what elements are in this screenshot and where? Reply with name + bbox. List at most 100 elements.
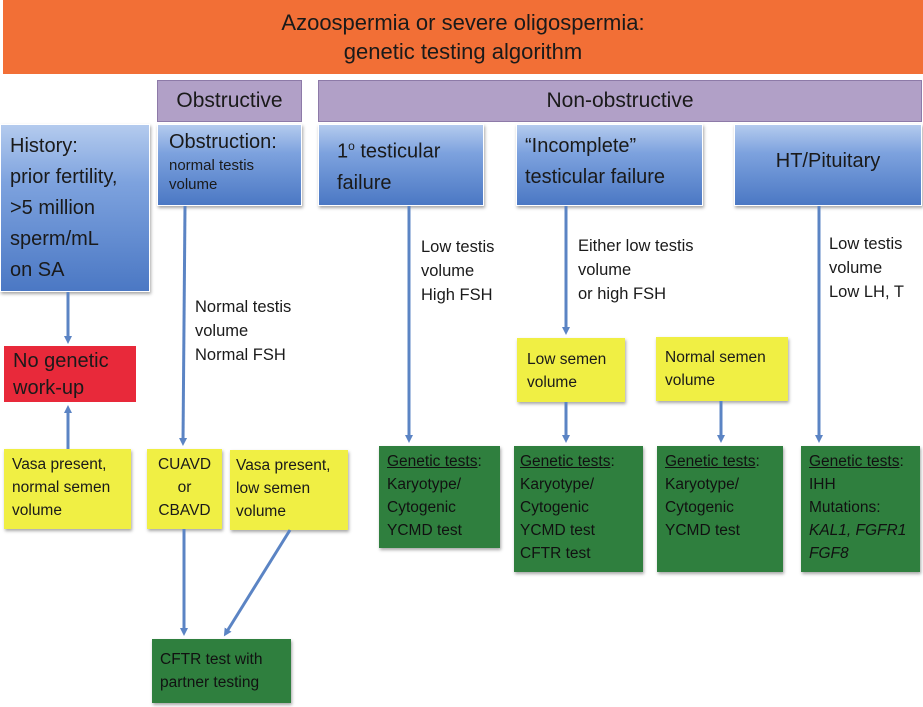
obstructive-label: Obstructive	[176, 89, 283, 112]
genetic-test-item: Karyotype/	[387, 476, 462, 493]
low-semen-line: Low semen	[527, 351, 607, 368]
edge-label-line: volume	[195, 322, 249, 340]
cftr-partner-line: partner testing	[160, 674, 260, 691]
normal-semen-line: volume	[665, 372, 715, 389]
incomplete-failure-line-1: “Incomplete”	[525, 135, 637, 157]
primary-failure-rest: testicular	[354, 140, 441, 163]
genetic-tests-heading-text: Genetic tests	[809, 453, 900, 470]
history-line-2: prior fertility,	[10, 166, 118, 188]
edge-label-low-high-fsh: Low testis volume High FSH	[421, 235, 494, 307]
history-node: History: prior fertility, >5 million spe…	[0, 124, 150, 292]
genetic-tests-colon: :	[899, 453, 904, 470]
genetic-tests-heading: Genetic tests:	[665, 450, 783, 473]
arrow-obstruction-to-cuavd	[179, 205, 188, 446]
genetic-test-item: IHH	[809, 476, 836, 493]
cftr-partner-line: CFTR test with	[160, 651, 263, 668]
edge-label-line: High FSH	[421, 286, 493, 304]
edge-label-line: Either low testis	[578, 237, 694, 255]
genetic-test-item: CFTR test	[520, 545, 591, 562]
primary-failure-sup: o	[348, 139, 355, 153]
arrow-vasa-low-to-cftr	[223, 529, 292, 637]
genetic-tests-heading: Genetic tests:	[809, 450, 920, 473]
history-line-4: sperm/mL	[10, 228, 99, 250]
edge-label-line: Low LH, T	[829, 283, 904, 301]
genetic-tests-heading: Genetic tests:	[387, 450, 500, 473]
cftr-partner-node: CFTR test with partner testing	[152, 639, 291, 703]
obstruction-node: Obstruction: normal testis volume	[157, 124, 302, 206]
vasa-normal-line: volume	[12, 502, 62, 519]
obstructive-header: Obstructive	[157, 80, 302, 122]
vasa-normal-node: Vasa present, normal semen volume	[4, 449, 131, 529]
cuavd-line: or	[177, 479, 192, 496]
edge-label-line: volume	[829, 259, 883, 277]
no-genetic-line-1: No genetic	[13, 350, 109, 372]
vasa-normal-line: Vasa present,	[12, 456, 107, 473]
genetic-tests-heading-text: Genetic tests	[387, 453, 478, 470]
primary-testicular-failure-node: 1o testicular failure	[318, 124, 484, 206]
vasa-low-line: volume	[236, 503, 286, 520]
edge-label-line: volume	[421, 262, 475, 280]
edge-label-line: volume	[578, 261, 632, 279]
genetic-test-item: YCMD test	[665, 522, 740, 539]
incomplete-failure-line-2: testicular failure	[525, 166, 666, 188]
vasa-low-line: low semen	[236, 480, 311, 497]
low-semen-line: volume	[527, 374, 577, 391]
vasa-low-node: Vasa present, low semen volume	[230, 450, 348, 530]
genetic-test-item: FGF8	[809, 545, 849, 562]
genetic-test-item: Mutations:	[809, 499, 881, 516]
non-obstructive-label: Non-obstructive	[546, 89, 694, 112]
primary-failure-num: 1	[337, 140, 349, 163]
genetic-tests-colon: :	[610, 453, 615, 470]
obstruction-heading: Obstruction:	[169, 131, 277, 153]
genetic-tests-colon: :	[477, 453, 482, 470]
ht-pituitary-node: HT/Pituitary	[734, 124, 922, 206]
edge-label-low-lh: Low testis volume Low LH, T	[829, 232, 904, 304]
history-line-1: History:	[10, 135, 78, 157]
genetic-test-item: YCMD test	[387, 522, 462, 539]
cuavd-node: CUAVD or CBAVD	[147, 449, 222, 529]
normal-semen-node: Normal semen volume	[656, 337, 788, 401]
cuavd-line: CUAVD	[157, 456, 212, 473]
obstruction-sub-2: volume	[169, 176, 218, 193]
genetic-test-item: Cytogenic	[387, 499, 456, 516]
vasa-low-line: Vasa present,	[236, 457, 331, 474]
history-line-3: >5 million	[10, 197, 96, 219]
title-line-1: Azoospermia or severe oligospermia:	[281, 10, 645, 35]
normal-semen-line: Normal semen	[665, 349, 766, 366]
vasa-normal-line: normal semen	[12, 479, 111, 496]
genetic-tests-heading-text: Genetic tests	[665, 453, 756, 470]
primary-failure-line-2: failure	[337, 171, 392, 194]
obstruction-sub-1: normal testis	[169, 157, 255, 174]
genetic-tests-primary: Genetic tests: Karyotype/ Cytogenic YCMD…	[379, 446, 500, 548]
history-line-5: on SA	[10, 259, 65, 281]
genetic-tests-colon: :	[755, 453, 760, 470]
genetic-test-item: Cytogenic	[665, 499, 734, 516]
edge-label-line: Normal FSH	[195, 346, 286, 364]
incomplete-testicular-failure-node: “Incomplete” testicular failure	[516, 124, 703, 206]
non-obstructive-header: Non-obstructive	[318, 80, 922, 122]
no-genetic-workup-node: No genetic work-up	[4, 346, 136, 402]
genetic-tests-incomplete: Genetic tests: Karyotype/ Cytogenic YCMD…	[514, 446, 643, 572]
cuavd-line: CBAVD	[158, 502, 211, 519]
edge-label-normal-fsh: Normal testis volume Normal FSH	[195, 295, 291, 367]
genetic-test-item: Karyotype/	[520, 476, 595, 493]
genetic-test-item: YCMD test	[520, 522, 595, 539]
low-semen-node: Low semen volume	[517, 338, 625, 402]
genetic-tests-heading-text: Genetic tests	[520, 453, 611, 470]
genetic-test-item: KAL1, FGFR1	[809, 522, 907, 539]
edge-label-line: or high FSH	[578, 285, 667, 303]
genetic-test-item: Cytogenic	[520, 499, 589, 516]
edge-label-line: Low testis	[829, 235, 903, 253]
genetic-tests-normal-semen: Genetic tests: Karyotype/ Cytogenic YCMD…	[657, 446, 783, 572]
genetic-tests-ht: Genetic tests: IHH Mutations: KAL1, FGFR…	[801, 446, 920, 572]
genetic-tests-heading: Genetic tests:	[520, 450, 643, 473]
primary-failure-line-1: 1o testicular	[337, 131, 483, 168]
genetic-test-item: Karyotype/	[665, 476, 740, 493]
edge-label-line: Low testis	[421, 238, 495, 256]
edge-label-line: Normal testis	[195, 298, 292, 316]
ht-pituitary-label: HT/Pituitary	[775, 150, 881, 172]
title-banner: Azoospermia or severe oligospermia: gene…	[3, 0, 923, 74]
title-line-2: genetic testing algorithm	[343, 39, 583, 64]
no-genetic-line-2: work-up	[13, 377, 85, 399]
